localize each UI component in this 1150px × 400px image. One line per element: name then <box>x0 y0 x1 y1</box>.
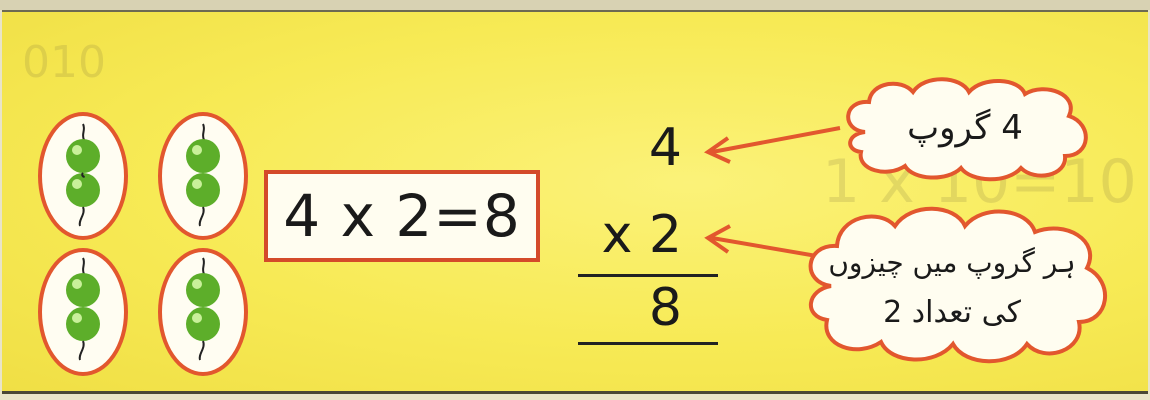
callout-groups-text: 4 گروپ <box>870 108 1060 148</box>
group-oval <box>158 112 248 240</box>
group-oval <box>158 248 248 376</box>
show-through-text: 010 <box>22 37 106 88</box>
callout-per-group-line1: ہر گروپ میں چیزوں <box>822 246 1082 279</box>
multiplicand: 4 <box>600 118 682 178</box>
callout-per-group-line2: کی تعداد 2 <box>822 295 1082 330</box>
sum-line <box>578 274 718 277</box>
bottom-line <box>578 342 718 345</box>
group-oval <box>38 112 128 240</box>
green-fruit-icon <box>162 116 244 236</box>
green-fruit-icon <box>162 252 244 372</box>
multiplier: x 2 <box>590 205 682 265</box>
green-fruit-icon <box>42 116 124 236</box>
equation-text: 4 x 2=8 <box>283 182 521 250</box>
product: 8 <box>600 278 682 338</box>
group-oval <box>38 248 128 376</box>
green-fruit-icon <box>42 252 124 372</box>
cloud-callout-icon <box>795 198 1115 372</box>
top-border-strip <box>0 0 1150 10</box>
equation-box: 4 x 2=8 <box>264 170 540 262</box>
